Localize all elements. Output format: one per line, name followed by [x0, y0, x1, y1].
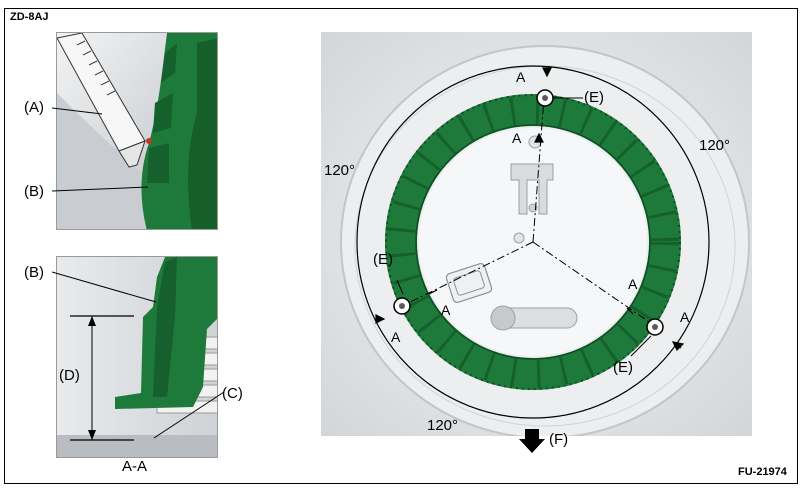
marker-e-right — [646, 318, 664, 336]
dimension-marks — [375, 67, 685, 352]
figure-frame — [4, 8, 798, 484]
leader-b-top — [52, 186, 149, 192]
dimension-d — [70, 315, 134, 441]
reference-circle — [356, 65, 710, 419]
label-a-top: (A) — [24, 99, 44, 116]
marker-a-left-outer: A — [391, 329, 401, 345]
section-caption: A-A — [122, 458, 148, 475]
label-d: (D) — [59, 367, 80, 384]
main-view-photo — [321, 32, 752, 436]
marker-e-left — [393, 297, 411, 315]
marker-a-top-outer: A — [516, 69, 526, 85]
marker-a-top-inner: A — [512, 130, 522, 146]
angle-label-right: 120° — [699, 137, 731, 154]
angle-label-bottom: 120° — [427, 417, 459, 434]
leader-c — [153, 391, 225, 439]
marker-e-top — [536, 89, 554, 107]
figure-code: ZD-8AJ — [10, 11, 49, 23]
label-e-right: (E) — [613, 359, 633, 376]
measure-point — [146, 138, 152, 144]
marker-a-right-outer: A — [680, 309, 690, 325]
marker-a-right-inner: A — [628, 276, 638, 292]
label-b-top: (B) — [24, 183, 44, 200]
angle-label-top-left: 120° — [324, 162, 356, 179]
detail-measurement-photo — [56, 32, 218, 230]
label-b-section: (B) — [24, 264, 44, 281]
leader-b-section — [52, 271, 157, 303]
label-e-left: (E) — [373, 251, 393, 268]
direction-arrow-icon — [519, 429, 545, 453]
radial-lines — [403, 97, 656, 327]
leader-a-top — [52, 107, 103, 115]
label-c: (C) — [222, 385, 243, 402]
direction-label: (F) — [549, 431, 569, 448]
marker-a-left-inner: A — [441, 302, 451, 318]
figure-id: FU-21974 — [738, 466, 787, 478]
label-e-top: (E) — [584, 89, 604, 106]
